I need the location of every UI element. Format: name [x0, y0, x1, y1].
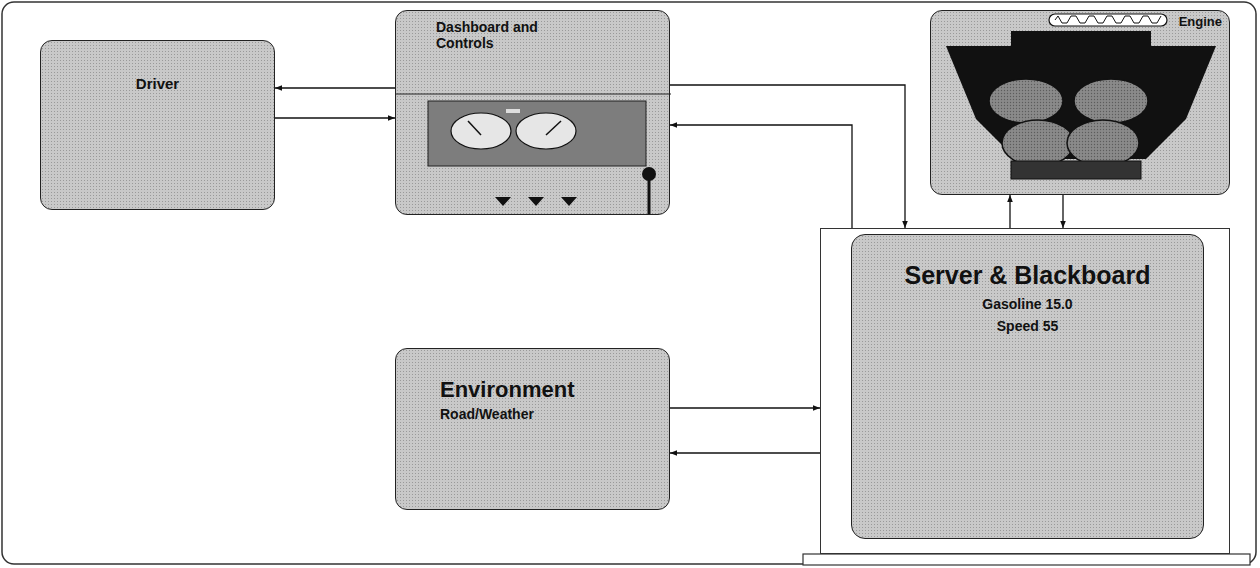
flow-arrow — [670, 125, 852, 228]
engine-block — [946, 46, 1216, 159]
environment-box: EnvironmentRoad/Weather — [395, 348, 670, 510]
gauge-needle — [468, 121, 481, 135]
node-detail: Road/Weather — [440, 406, 534, 422]
cylinder — [1074, 79, 1148, 123]
cylinder — [1002, 120, 1074, 166]
spark-zigzag — [1055, 16, 1161, 23]
flow-arrow — [670, 452, 820, 453]
node-detail: Gasoline 15.0 — [982, 296, 1072, 312]
engine-base — [1011, 161, 1141, 179]
node-title: Engine — [1179, 15, 1222, 30]
gauge — [451, 113, 511, 149]
driver-box: Driver — [40, 40, 275, 210]
flow-arrow — [1009, 195, 1010, 228]
dashboard-box: Dashboard and Controls — [395, 10, 670, 215]
flow-arrow — [275, 87, 395, 88]
node-title: Environment — [440, 377, 574, 402]
engine-box: Engine — [930, 10, 1230, 195]
flow-arrow — [275, 117, 395, 118]
engine-illustration — [931, 11, 1231, 196]
cylinder — [1067, 120, 1139, 166]
monitor-base — [803, 554, 1250, 565]
indicator — [506, 109, 520, 113]
lever-stem — [648, 174, 651, 214]
flow-arrow — [1062, 195, 1063, 228]
node-title: Dashboard and Controls — [436, 19, 586, 51]
pedal-symbols — [495, 197, 577, 206]
node-title: Server & Blackboard — [905, 261, 1151, 290]
cylinder — [989, 79, 1063, 123]
gauge — [516, 113, 576, 149]
engine-head — [1011, 31, 1151, 51]
node-title: Driver — [136, 75, 179, 92]
blackboard-panel: Server & BlackboardGasoline 15.0Speed 55 — [851, 234, 1204, 539]
spark-rail — [1049, 14, 1167, 26]
flow-arrow — [670, 407, 820, 408]
flow-arrow — [670, 85, 905, 228]
lever-knob — [642, 167, 656, 181]
node-detail: Speed 55 — [997, 318, 1058, 334]
separator-line — [396, 93, 671, 94]
gauge-needle — [546, 121, 561, 135]
server-frame: Server & BlackboardGasoline 15.0Speed 55 — [820, 228, 1230, 554]
instrument-panel — [428, 101, 646, 166]
